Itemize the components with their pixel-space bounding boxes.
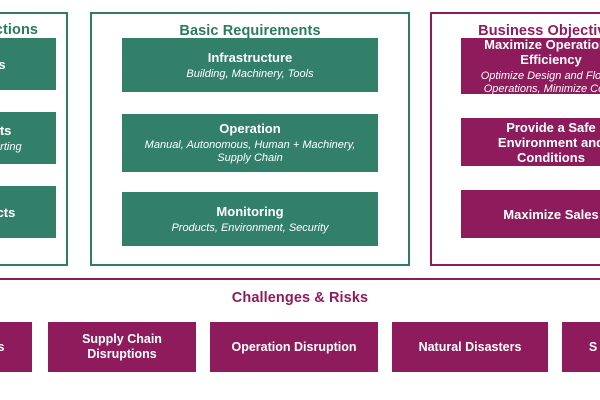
card-title: s <box>0 56 6 72</box>
panel-functions-title: Functions <box>0 22 39 38</box>
card-title: Maximize Sales <box>503 206 599 222</box>
risk-item-operation-disruption[interactable]: Operation Disruption <box>210 322 378 372</box>
risk-item-natural-disasters[interactable]: Natural Disasters <box>392 322 548 372</box>
card-subtitle: Manual, Autonomous, Human + Machinery, S… <box>144 139 356 164</box>
card-title: cts <box>0 122 12 138</box>
risk-item[interactable]: s <box>0 322 32 372</box>
card-maximize-operational-efficiency[interactable]: Maximize Operational Efficiency Optimize… <box>461 36 600 95</box>
card-operation[interactable]: Operation Manual, Autonomous, Human + Ma… <box>122 114 378 172</box>
risk-item[interactable]: S <box>562 322 600 372</box>
card-functions-2[interactable]: cts sporting <box>0 112 56 164</box>
card-infrastructure[interactable]: Infrastructure Building, Machinery, Tool… <box>122 38 378 92</box>
card-title: Provide a Safe Environment and Condition… <box>497 119 600 165</box>
risk-item-supply-chain-disruptions[interactable]: Supply Chain Disruptions <box>48 322 196 372</box>
card-provide-safe-environment[interactable]: Provide a Safe Environment and Condition… <box>461 118 600 166</box>
card-subtitle: sporting <box>0 140 22 153</box>
panel-challenges-title: Challenges & Risks <box>231 290 369 306</box>
card-title: Monitoring <box>216 203 284 219</box>
card-subtitle: Building, Machinery, Tools <box>186 67 314 80</box>
card-functions-3[interactable]: ucts <box>0 186 56 238</box>
card-title: Operation <box>219 121 281 136</box>
card-title: Infrastructure <box>207 49 293 65</box>
card-functions-1[interactable]: s <box>0 38 56 90</box>
panel-business-objectives-title: Business Objectives <box>478 23 600 39</box>
card-title: Maximize Operational Efficiency <box>484 36 600 67</box>
card-subtitle: Products, Environment, Security <box>171 221 329 234</box>
card-monitoring[interactable]: Monitoring Products, Environment, Securi… <box>122 192 378 246</box>
diagram-top-row: Functions s cts sporting ucts Basic Requ… <box>0 12 600 266</box>
card-maximize-sales[interactable]: Maximize Sales <box>461 190 600 238</box>
card-title: ucts <box>0 204 16 220</box>
panel-basic-requirements-title: Basic Requirements <box>179 23 321 39</box>
card-subtitle: Optimize Design and Flow of Operations, … <box>480 69 600 95</box>
